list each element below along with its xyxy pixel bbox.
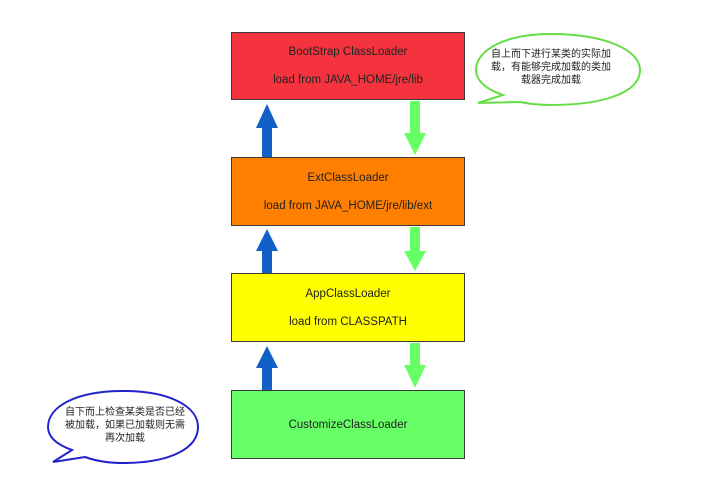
up-arrow-2 <box>256 229 278 273</box>
loader-name: ExtClassLoader <box>307 171 389 184</box>
note-line: 自下而上检查某类是否已经 <box>65 407 185 418</box>
loader-name: AppClassLoader <box>305 287 391 300</box>
bottom-up-note-text: 自下而上检查某类是否已经 被加载，如果已加载则无需 再次加载 <box>64 406 186 445</box>
ext-classloader-box: ExtClassLoader load from JAVA_HOME/jre/l… <box>231 157 465 226</box>
loader-source: load from JAVA_HOME/jre/lib <box>273 74 423 86</box>
bootstrap-classloader-box: BootStrap ClassLoader load from JAVA_HOM… <box>231 32 465 100</box>
loader-name: BootStrap ClassLoader <box>288 46 408 58</box>
note-line: 被加载，如果已加载则无需 <box>65 420 185 431</box>
down-arrow-3 <box>404 343 426 388</box>
loader-source: load from CLASSPATH <box>289 315 407 328</box>
bottom-up-note-bubble <box>46 389 200 465</box>
note-line: 载器完成加载 <box>521 75 581 86</box>
loader-name: CustomizeClassLoader <box>288 418 408 431</box>
loader-source: load from JAVA_HOME/jre/lib/ext <box>263 199 433 212</box>
note-line: 载，有能够完成加载的类加 <box>491 62 611 73</box>
up-arrow-1 <box>256 104 278 157</box>
up-arrow-3 <box>256 346 278 390</box>
customize-classloader-box: CustomizeClassLoader <box>231 390 465 459</box>
app-classloader-box: AppClassLoader load from CLASSPATH <box>231 273 465 342</box>
down-arrow-2 <box>404 227 426 271</box>
up-arrows <box>256 104 278 390</box>
top-down-note-bubble <box>474 32 642 107</box>
note-line: 再次加载 <box>105 433 145 444</box>
top-down-note-text: 自上而下进行某类的实际加 载，有能够完成加载的类加 载器完成加载 <box>491 48 611 87</box>
down-arrows <box>404 101 426 388</box>
down-arrow-1 <box>404 101 426 155</box>
note-line: 自上而下进行某类的实际加 <box>491 49 611 60</box>
